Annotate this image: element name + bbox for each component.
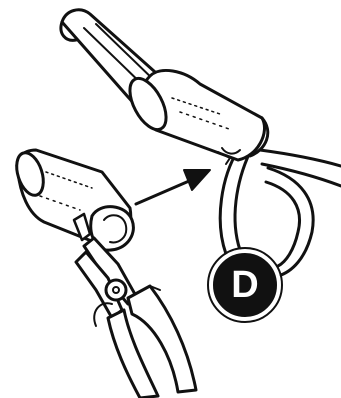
callout-badge [207,247,283,323]
loop-wire-icon [218,148,341,278]
sleeve-icon [128,68,270,165]
callout-letter: D [231,263,259,306]
cut-sleeve-piece-icon [15,148,135,252]
cutting-pliers-icon [74,236,198,398]
pointer-arrow-icon [134,169,211,206]
